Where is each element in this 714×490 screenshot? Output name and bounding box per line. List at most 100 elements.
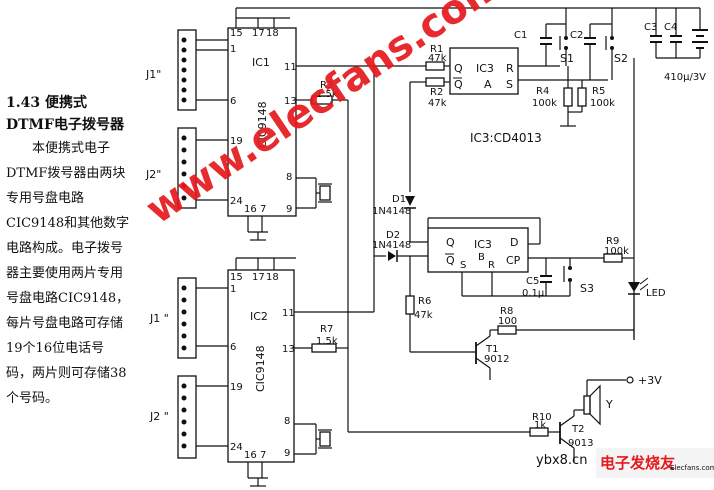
ic3a-q: Q	[454, 62, 463, 75]
r6-value: 47k	[414, 310, 433, 321]
ic1-block: 15 17 18 1 6 19 24 16 7 11 13 8 9 IC1 CI…	[227, 27, 410, 241]
ic1-pin-19: 19	[230, 136, 243, 147]
watermark-logo-small: Elecfans.com	[670, 464, 714, 472]
ic1-pin-11: 11	[284, 62, 297, 73]
r1-value: 47k	[428, 53, 447, 64]
c1-capacitor: C1	[514, 23, 566, 66]
logo-box	[596, 448, 714, 478]
t1-name: T1	[485, 344, 498, 355]
t1-part: 9012	[484, 354, 509, 365]
r10-name: R10	[532, 412, 552, 423]
s3-switch: S3	[546, 258, 594, 297]
c4-name: C4	[664, 22, 677, 33]
c5-capacitor: C5 0.1μ	[522, 258, 552, 299]
ic1-body	[227, 27, 297, 217]
d1-name: D1	[392, 194, 406, 205]
c1-name: C1	[514, 30, 527, 41]
r6-resistor: R6 47k	[405, 272, 433, 352]
r9-name: R9	[606, 236, 619, 247]
ic1-pin-9: 9	[286, 204, 292, 215]
ic2-block: 15 17 18 1 6 19 24 16 7 11 13 8 9 IC2 CI…	[227, 257, 374, 487]
j1-bottom-connector: J1 "	[149, 277, 228, 359]
c2-name: C2	[570, 30, 583, 41]
t1-transistor: T1 9012	[475, 335, 509, 380]
led-diode: LED	[628, 277, 666, 299]
d2-name: D2	[386, 230, 400, 241]
ic2-pin-9: 9	[284, 448, 290, 459]
ic2-name: IC2	[250, 310, 268, 323]
speaker: Y	[583, 384, 613, 426]
ic1-pin-6: 6	[230, 96, 236, 107]
s2-label: S2	[614, 52, 628, 65]
caption-heading: 1.43 便携式DTMF电子拨号器	[6, 95, 124, 133]
r9-value: 100k	[604, 246, 629, 257]
caption-body: 本便携式电子DTMF拨号器由两块专用号盘电路CIC9148和其他数字电路构成。电…	[6, 141, 130, 406]
r2-name: R2	[430, 87, 443, 98]
ic3b-name: IC3	[474, 238, 492, 251]
ic3b-cp: CP	[506, 254, 521, 267]
c3-c4-block: C3 C4 410μ/3V	[644, 8, 708, 83]
supply-label: +3V	[638, 374, 662, 387]
s1-label: S1	[560, 52, 574, 65]
ic2-pin-19: 19	[230, 382, 243, 393]
r6-name: R6	[418, 296, 431, 307]
ic1-name: IC1	[252, 56, 270, 69]
j1-top-connector: J1"	[145, 29, 228, 111]
d2-part: 1N4148	[372, 240, 411, 251]
j2-top-connector: J2"	[145, 127, 228, 209]
ic1-pin-15: 15	[230, 28, 243, 39]
r7-resistor: R7 1.5k	[311, 324, 348, 353]
r4-name: R4	[536, 86, 549, 97]
ic2-pin-13: 13	[282, 344, 295, 355]
r4-value: 100k	[532, 98, 557, 109]
r10-resistor: R10 1k	[529, 412, 560, 437]
c5-value: 0.1μ	[522, 288, 545, 299]
r8-value: 100	[498, 316, 517, 327]
r8-resistor: R8 100	[497, 306, 634, 335]
ic2-crystal	[315, 424, 332, 454]
r7-name: R7	[320, 324, 333, 335]
j2-bottom-label: J2 "	[149, 410, 169, 423]
r4-resistor: R4 100k	[532, 66, 573, 120]
ic1-part: CIC9148	[256, 101, 269, 148]
r3-name: R3	[320, 80, 333, 91]
ic3b-q: Q	[446, 236, 455, 249]
ic3a-block: Q Q R S IC3 A	[449, 47, 519, 95]
r10-value: 1k	[534, 420, 546, 431]
d1-part: 1N4148	[372, 206, 411, 217]
r3-value: 1.5k	[316, 89, 338, 100]
ic3b-section: B	[478, 252, 485, 263]
r9-resistor: R9 100k	[603, 236, 634, 263]
ic1-crystal	[315, 178, 332, 208]
ic3a-s: S	[506, 78, 513, 91]
t2-name: T2	[571, 424, 584, 435]
ic3b-s: S	[460, 260, 466, 271]
ic3b-qbar: Q	[446, 254, 455, 267]
r5-value: 100k	[590, 98, 615, 109]
ic1-pin-17: 17	[252, 28, 265, 39]
caption: 1.43 便携式DTMF电子拨号器 本便携式电子DTMF拨号器由两块专用号盘电路…	[6, 92, 130, 411]
ic3a-qbar: Q	[454, 78, 463, 91]
ic2-pin-11: 11	[282, 308, 295, 319]
ic3b-d: D	[510, 236, 518, 249]
ic2-pin-15: 15	[230, 272, 243, 283]
j2-top-label: J2"	[145, 168, 161, 181]
ic3a-name: IC3	[476, 62, 494, 75]
r5-resistor: R5 100k	[577, 80, 615, 112]
c3-c4-value: 410μ/3V	[664, 72, 706, 83]
ic2-part: CIC9148	[254, 345, 267, 392]
r5-name: R5	[592, 86, 605, 97]
led-label: LED	[646, 288, 666, 299]
j1-bottom-label: J1 "	[149, 312, 169, 325]
c3-name: C3	[644, 22, 657, 33]
ic2-pin-8: 8	[284, 416, 290, 427]
r3-resistor: R3 1.5k	[311, 80, 349, 432]
r7-value: 1.5k	[316, 336, 338, 347]
ic3b-block: Q Q S IC3 B R D CP	[427, 217, 546, 297]
t2-part: 9013	[568, 438, 593, 449]
r8-name: R8	[500, 306, 513, 317]
ic3a-section: A	[484, 78, 492, 91]
ic1-pin-1: 1	[230, 44, 236, 55]
ic1-pin-13: 13	[284, 96, 297, 107]
